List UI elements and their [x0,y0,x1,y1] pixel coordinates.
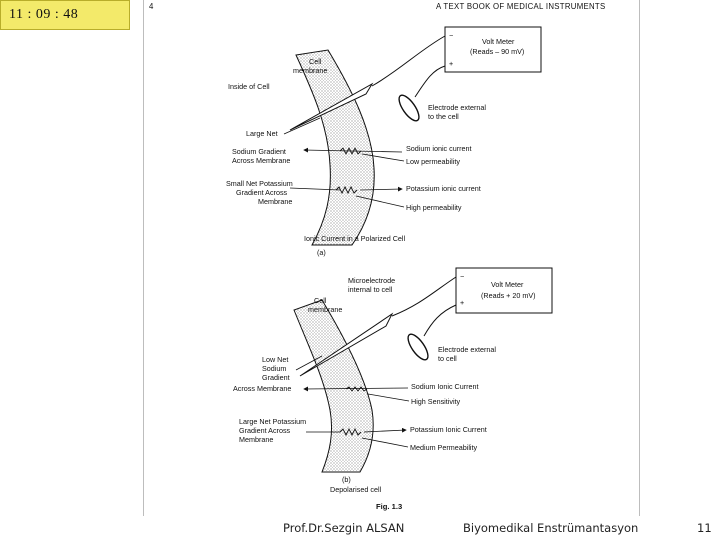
voltmeter-title-a: Volt Meter [482,37,515,46]
lead-wire-plus-a [414,65,446,98]
sodium-gradient-label: Sodium Gradient [232,147,286,156]
small-net-potassium-label-2: Gradient Across [236,188,288,197]
sodium-channel-a [339,146,362,156]
potassium-ionic-current-label-a: Potassium ionic current [406,184,481,193]
diagram-b: − + Volt Meter (Reads + 20 mV) Microelec… [233,267,553,494]
figure-label: Fig. 1.3 [376,502,402,511]
large-net-potassium-label: Large Net Potassium [239,417,306,426]
electrode-external-label-a-2: to the cell [428,112,459,121]
microelectrode-b [299,312,394,377]
external-electrode-a [398,94,420,122]
large-net-label: Large Net [246,129,278,138]
external-electrode-b [407,333,429,361]
potassium-channel-b [339,427,362,437]
high-permeability-label: High permeability [406,203,462,212]
low-permeability-leader [361,153,405,162]
cell-membrane-band-a [295,49,375,246]
low-net-sodium-label-4: Across Membrane [233,384,291,393]
membrane-potential-figure: 4 A TEXT BOOK OF MEDICAL INSTRUMENTS − +… [149,2,605,511]
cell-membrane-label-a-2: membrane [293,66,327,75]
small-net-potassium-label: Small Net Potassium [226,179,293,188]
microelectrode-a [289,82,374,131]
caption-a: Ionic Current in a Polarized Cell [304,234,405,243]
sodium-ionic-current-label-a: Sodium ionic current [406,144,472,153]
timer-display: 11 : 09 : 48 [0,0,130,30]
microelectrode-label-2: internal to cell [348,285,393,294]
voltmeter-reading-b: (Reads + 20 mV) [481,291,536,300]
lead-wire-minus-b [391,276,457,317]
cell-membrane-label-b-2: membrane [308,305,342,314]
voltmeter-title-b: Volt Meter [491,280,524,289]
cell-membrane-band-b [293,299,374,473]
voltmeter-minus-b: − [460,272,464,281]
slide-footer: Prof.Dr.Sezgin ALSAN Biyomedikal Enstrüm… [0,516,720,540]
caption-b: Depolarised cell [330,485,382,494]
voltmeter-plus-a: + [449,59,453,68]
sodium-gradient-label-2: Across Membrane [232,156,290,165]
diagram-a: − + Volt Meter (Reads – 90 mV) Cell memb… [226,26,542,257]
footer-course: Biyomedikal Enstrümantasyon [463,521,639,535]
potassium-current-arrow-a [359,186,403,192]
voltmeter-box-b [455,267,553,314]
low-net-sodium-label-2: Sodium [262,364,286,373]
small-net-potassium-label-3: Membrane [258,197,292,206]
medium-permeability-label: Medium Permeability [410,443,478,452]
cell-membrane-label-b: Cell [314,296,327,305]
book-title: A TEXT BOOK OF MEDICAL INSTRUMENTS [436,2,605,11]
low-net-sodium-label-3: Gradient [262,373,290,382]
potassium-ionic-current-label-b: Potassium Ionic Current [410,425,487,434]
scanned-page [143,0,640,516]
high-permeability-leader [355,195,405,208]
inside-of-cell-label: Inside of Cell [228,82,270,91]
subfigure-label-a: (a) [317,248,326,257]
sodium-ionic-current-label-b: Sodium Ionic Current [411,382,479,391]
potassium-channel-a [335,185,358,195]
high-sensitivity-leader [367,393,410,402]
large-net-potassium-label-2: Gradient Across [239,426,291,435]
low-permeability-label: Low permeability [406,157,460,166]
low-net-sodium-leader [295,355,323,371]
large-net-potassium-label-3: Membrane [239,435,273,444]
potassium-current-arrow-b [363,427,407,433]
medium-permeability-leader [361,437,409,448]
sodium-channel-b [345,386,368,392]
scan-margin [130,0,143,516]
slide-number: 11 [697,521,712,535]
low-net-sodium-label: Low Net [262,355,288,364]
high-sensitivity-label: High Sensitivity [411,397,461,406]
page-number: 4 [149,2,154,11]
small-net-potassium-leader [289,187,341,191]
voltmeter-minus-a: − [449,31,453,40]
lead-wire-minus-a [371,35,446,87]
electrode-external-label-b: Electrode external [438,345,496,354]
microelectrode-label: Microelectrode [348,276,395,285]
cell-membrane-label-a: Cell [309,57,322,66]
large-net-leader [283,117,321,135]
voltmeter-reading-a: (Reads – 90 mV) [470,47,524,56]
subfigure-label-b: (b) [342,475,351,484]
voltmeter-plus-b: + [460,298,464,307]
voltmeter-box-a [444,26,542,73]
footer-author: Prof.Dr.Sezgin ALSAN [283,521,405,535]
lead-wire-plus-b [423,304,457,337]
electrode-external-label-a: Electrode external [428,103,486,112]
electrode-external-label-b-2: to cell [438,354,457,363]
